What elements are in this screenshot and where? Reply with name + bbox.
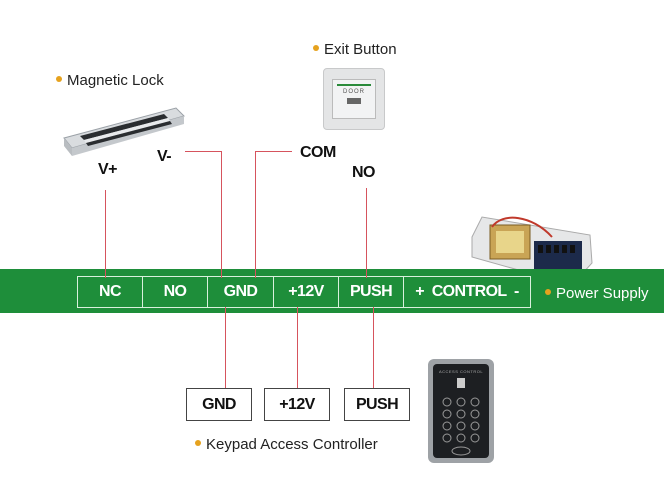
- wire-v-minus-v: [221, 151, 222, 278]
- terminal-gnd: GND: [207, 276, 274, 308]
- bullet-icon: [545, 289, 551, 296]
- exit-button-image: DOOR: [323, 68, 385, 130]
- keypad-keys-icon: [442, 397, 480, 456]
- power-supply-label: Power Supply: [545, 285, 649, 302]
- bullet-icon: [195, 440, 201, 447]
- power-supply-image: [471, 216, 593, 286]
- terminal-12v: +12V: [273, 276, 339, 308]
- terminal-push: PUSH: [338, 276, 404, 308]
- wire-label-v-minus: V-: [157, 148, 172, 165]
- wire-com-h: [255, 151, 292, 152]
- wire-label-no: NO: [352, 164, 376, 181]
- keypad-terminal-12v: +12V: [264, 388, 330, 421]
- terminal-no: NO: [142, 276, 208, 308]
- magnetic-lock-label: Magnetic Lock: [56, 72, 164, 89]
- magnetic-lock-image: [63, 107, 185, 156]
- wire-com-v: [255, 151, 256, 278]
- wire-label-v-plus: V+: [98, 161, 118, 178]
- bullet-icon: [56, 76, 62, 83]
- bullet-icon: [313, 45, 319, 52]
- keypad-terminal-push: PUSH: [344, 388, 410, 421]
- wire-v-plus: [105, 190, 106, 278]
- wire-12v: [297, 307, 298, 389]
- keypad-image: ACCESS CONTROL: [428, 359, 494, 463]
- wire-no: [366, 188, 367, 278]
- terminal-nc: NC: [77, 276, 143, 308]
- terminal-control: + CONTROL -: [403, 276, 531, 308]
- wire-gnd: [225, 307, 226, 389]
- keypad-label: Keypad Access Controller: [195, 436, 378, 453]
- wire-v-minus-h: [185, 151, 222, 152]
- exit-button-label: Exit Button: [313, 41, 397, 58]
- wire-push: [373, 307, 374, 389]
- wire-label-com: COM: [300, 144, 336, 161]
- keypad-terminal-gnd: GND: [186, 388, 252, 421]
